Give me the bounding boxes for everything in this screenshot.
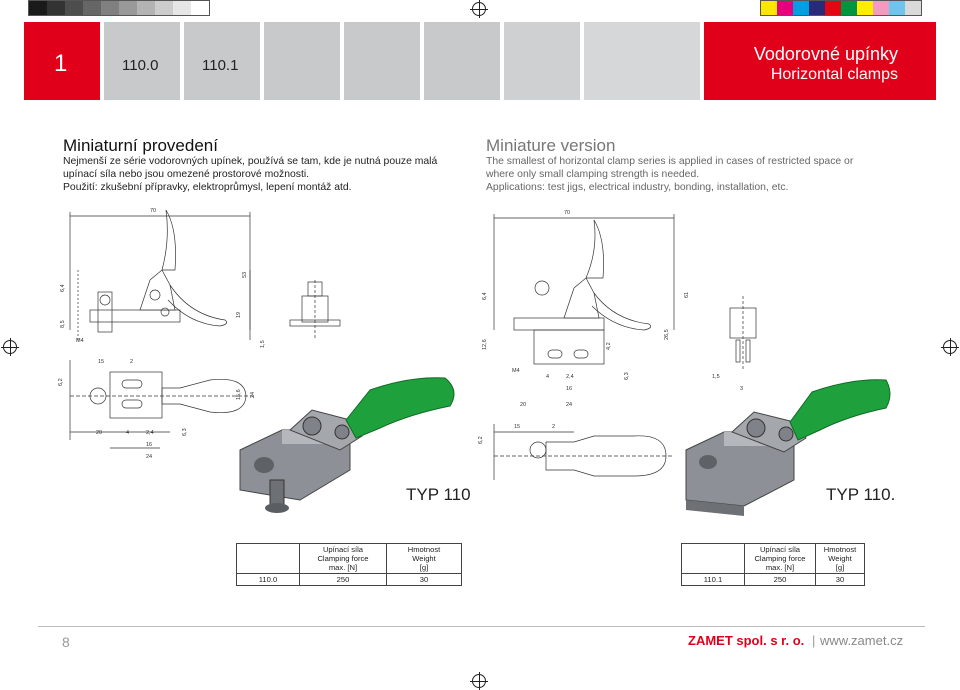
svg-text:6,4: 6,4 (60, 284, 66, 292)
svg-text:19: 19 (236, 312, 242, 318)
header-title-en: Horizontal clamps (770, 66, 898, 83)
svg-text:4: 4 (546, 374, 549, 380)
website-link[interactable]: www.zamet.cz (820, 633, 904, 648)
svg-text:4: 4 (126, 430, 129, 436)
svg-text:26,5: 26,5 (664, 329, 670, 340)
svg-text:1,5: 1,5 (260, 340, 266, 348)
svg-text:53: 53 (242, 272, 248, 278)
type-label-110-1: TYP 110.1 (826, 485, 894, 504)
grayscale-print-strip (28, 0, 210, 16)
svg-text:15: 15 (98, 359, 104, 365)
footer-divider (38, 626, 925, 627)
svg-text:2,4: 2,4 (566, 374, 574, 380)
registration-mark-left (1, 338, 19, 356)
svg-text:2,4: 2,4 (146, 430, 154, 436)
table-row: 110.0 250 30 (236, 573, 462, 586)
svg-text:70: 70 (564, 210, 570, 216)
registration-mark-bottom (470, 672, 488, 690)
svg-text:4,2: 4,2 (606, 342, 612, 350)
svg-text:24: 24 (146, 454, 152, 460)
svg-text:70: 70 (150, 208, 156, 214)
clamp-render-110-1 (685, 379, 891, 516)
tab-110-0[interactable]: 110.0 (104, 22, 180, 100)
table-row: 110.1 250 30 (681, 573, 865, 586)
page-header: 1 110.0 110.1 Vodorovné upínky Horizonta… (24, 22, 936, 100)
tab-section-1[interactable]: 1 (24, 22, 100, 100)
page-number: 8 (62, 634, 70, 650)
svg-text:12,6: 12,6 (482, 339, 488, 350)
svg-text:24: 24 (566, 402, 572, 408)
tab-110-1[interactable]: 110.1 (184, 22, 260, 100)
svg-text:15: 15 (514, 424, 520, 430)
clamp-render-110-0 (239, 377, 455, 513)
section-title-cz: Miniaturní provedení (63, 136, 218, 155)
svg-text:15,6: 15,6 (236, 389, 242, 400)
svg-text:6,2: 6,2 (58, 378, 64, 386)
section-body-en: The smallest of horizontal clamp series … (486, 156, 854, 193)
svg-text:20: 20 (520, 402, 526, 408)
svg-text:8,5: 8,5 (60, 320, 66, 328)
svg-text:M4: M4 (512, 368, 520, 374)
svg-text:6,4: 6,4 (482, 292, 488, 300)
svg-text:24: 24 (250, 392, 256, 398)
svg-text:20: 20 (96, 430, 102, 436)
drawing-typ-110-0: 70 53 19 6,4 8,5 M4 1,5 15 2 6,2 15,6 24… (58, 208, 470, 513)
drawing-typ-110-1: 70 61 26,5 6,4 12,6 4,2 M4 4 2,4 16 20 2… (478, 210, 894, 516)
svg-text:6,2: 6,2 (478, 436, 484, 444)
svg-text:16: 16 (566, 386, 572, 392)
svg-text:6,3: 6,3 (182, 428, 188, 436)
header-title-cz: Vodorovné upínky (753, 44, 898, 64)
svg-text:61: 61 (684, 292, 690, 298)
footer-separator: | (812, 633, 816, 648)
svg-text:6,3: 6,3 (624, 372, 630, 380)
section-title-en: Miniature version (486, 136, 616, 155)
header-title-block: Vodorovné upínky Horizontal clamps (704, 22, 936, 100)
type-label-110-0: TYP 110.0 (406, 485, 470, 504)
section-body-cz: Nejmenší ze série vodorovných upínek, po… (63, 156, 438, 193)
svg-text:M4: M4 (76, 338, 84, 344)
svg-text:1,5: 1,5 (712, 374, 720, 380)
svg-text:16: 16 (146, 442, 152, 448)
svg-text:2: 2 (552, 424, 555, 430)
company-name: ZAMET spol. s r. o. (688, 633, 805, 648)
registration-mark-right (941, 338, 959, 356)
svg-text:2: 2 (130, 359, 133, 365)
svg-text:3: 3 (740, 386, 743, 392)
color-print-strip (760, 0, 922, 16)
registration-mark-top (470, 0, 488, 18)
